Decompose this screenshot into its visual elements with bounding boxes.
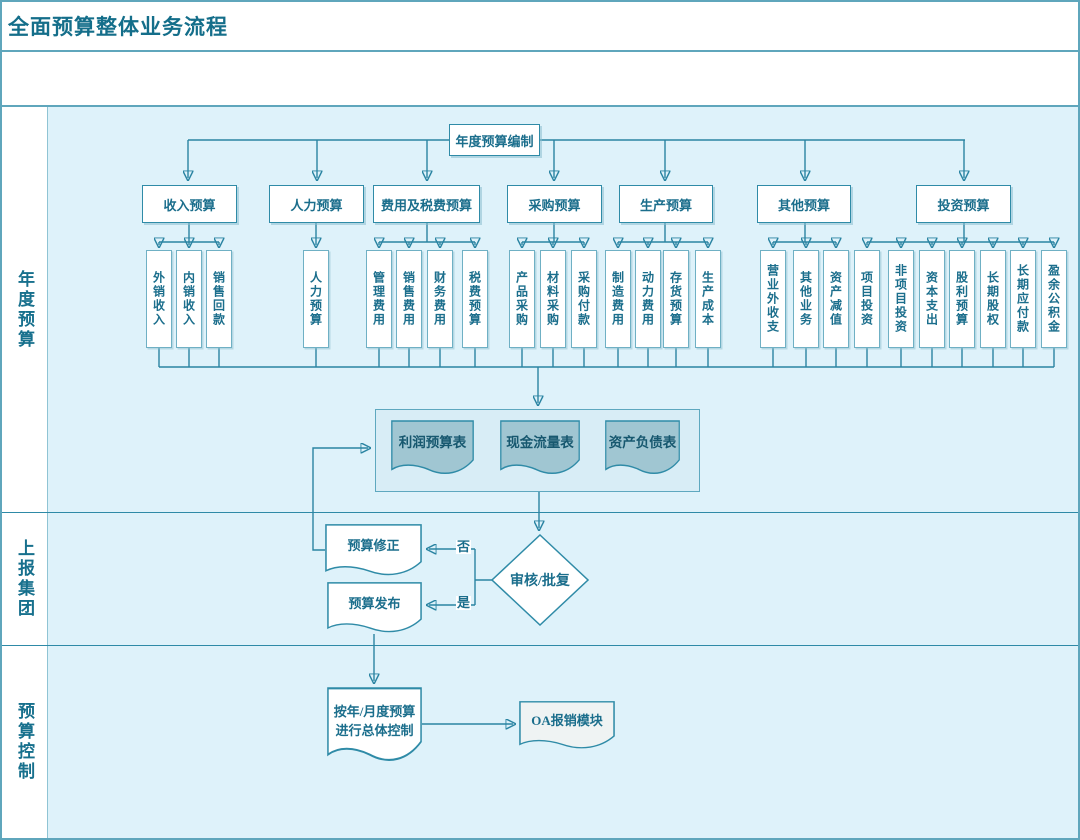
- node-production-cost: 生产成本: [695, 250, 721, 348]
- lane-divider-1: [2, 512, 1078, 513]
- node-long-term-payables: 长期应付款: [1010, 250, 1036, 348]
- subtitle-band: [2, 52, 1078, 107]
- swimlane-label-column: [2, 107, 48, 838]
- doc-balance-sheet-table: 资产负债表: [605, 420, 680, 477]
- node-production-budget: 生产预算: [619, 185, 713, 223]
- node-domestic-revenue: 内销收入: [176, 250, 202, 348]
- doc-budget-release: 预算发布: [327, 582, 422, 635]
- node-non-operating-income-expense: 营业外收支: [760, 250, 786, 348]
- document-shape-icon: [391, 420, 474, 475]
- node-inventory-budget: 存货预算: [663, 250, 689, 348]
- node-non-project-investment: 非项目投资: [888, 250, 914, 348]
- doc-oa-reimbursement-module: OA报销模块: [519, 701, 615, 751]
- node-product-procurement: 产品采购: [509, 250, 535, 348]
- branch-label-yes: 是: [456, 595, 472, 611]
- node-procurement-budget: 采购预算: [507, 185, 602, 223]
- doc-annual-monthly-control: 按年/月度预算进行总体控制: [327, 687, 422, 765]
- node-material-procurement: 材料采购: [540, 250, 566, 348]
- control-doc-line1: 按年/月度预算: [333, 703, 416, 719]
- node-manufacturing-expense: 制造费用: [605, 250, 631, 348]
- node-admin-expense: 管理费用: [366, 250, 392, 348]
- lane-label-annual-budget: 年度预算: [15, 269, 34, 350]
- node-surplus-reserve: 盈余公积金: [1041, 250, 1067, 348]
- document-shape-icon: [500, 420, 580, 475]
- document-shape-icon: [605, 420, 680, 475]
- node-selling-expense: 销售费用: [396, 250, 422, 348]
- decision-review-approval: 审核/批复: [491, 534, 589, 626]
- node-other-business: 其他业务: [793, 250, 819, 348]
- node-investment-budget: 投资预算: [916, 185, 1011, 223]
- lane-divider-2: [2, 645, 1078, 646]
- node-capital-expenditure: 资本支出: [919, 250, 945, 348]
- document-shape-icon: [519, 701, 615, 749]
- node-procurement-payment: 采购付款: [571, 250, 597, 348]
- doc-budget-revision: 预算修正: [325, 524, 422, 578]
- node-annual-budget-compilation: 年度预算编制: [449, 124, 540, 156]
- node-expense-tax-budget: 费用及税费预算: [373, 185, 480, 223]
- node-dividend-budget: 股利预算: [949, 250, 975, 348]
- node-hr-budget-detail: 人力预算: [303, 250, 329, 348]
- lane-label-budget-control: 预算控制: [15, 701, 34, 782]
- node-power-expense: 动力费用: [635, 250, 661, 348]
- node-project-investment: 项目投资: [854, 250, 880, 348]
- doc-profit-budget-table: 利润预算表: [391, 420, 474, 477]
- lane-label-report-to-group: 上报集团: [15, 538, 34, 619]
- doc-cash-flow-table: 现金流量表: [500, 420, 580, 477]
- node-tax-budget: 税费预算: [462, 250, 488, 348]
- diamond-shape-icon: [491, 534, 589, 626]
- document-shape-icon: [327, 582, 422, 633]
- branch-label-no: 否: [456, 539, 472, 555]
- node-revenue-budget: 收入预算: [142, 185, 237, 223]
- node-hr-budget: 人力预算: [269, 185, 364, 223]
- document-shape-icon: [327, 687, 422, 761]
- node-sales-collection: 销售回款: [206, 250, 232, 348]
- node-other-budget: 其他预算: [757, 185, 851, 223]
- page-title: 全面预算整体业务流程: [8, 15, 228, 39]
- title-bar: 全面预算整体业务流程: [2, 2, 1078, 52]
- node-export-revenue: 外销收入: [146, 250, 172, 348]
- control-doc-line2: 进行总体控制: [335, 723, 414, 738]
- node-finance-expense: 财务费用: [427, 250, 453, 348]
- node-long-term-equity: 长期股权: [980, 250, 1006, 348]
- document-shape-icon: [325, 524, 422, 576]
- node-asset-impairment: 资产减值: [823, 250, 849, 348]
